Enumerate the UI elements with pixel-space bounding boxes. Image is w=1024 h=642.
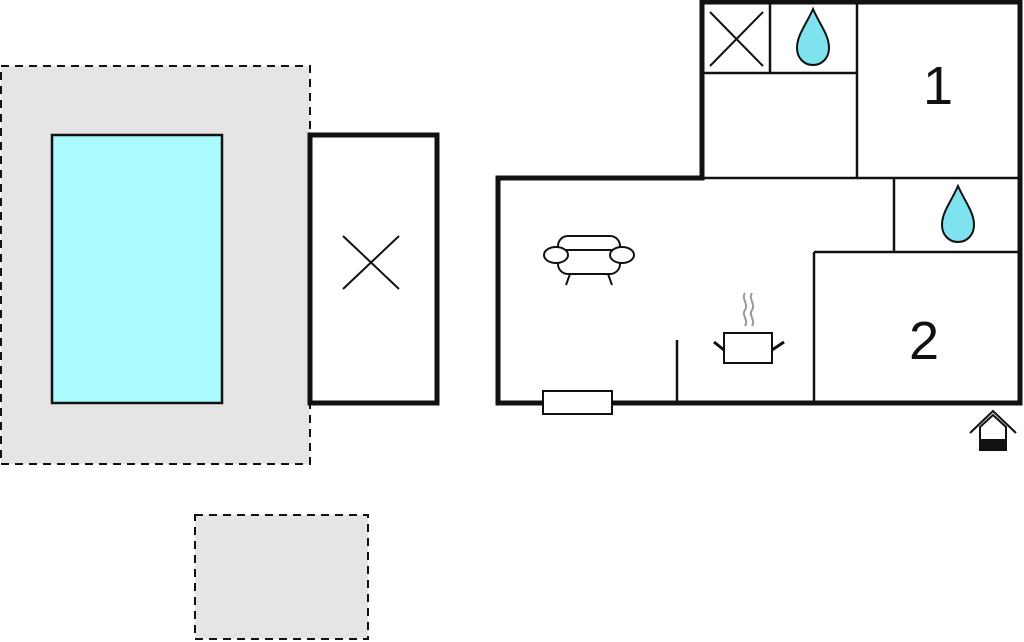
water-drop-icon	[795, 6, 831, 67]
cross-icon	[342, 235, 400, 290]
swimming-pool	[50, 133, 224, 405]
entrance-icon	[969, 409, 1017, 451]
water-drop-icon	[940, 183, 976, 244]
cooking-pot-icon	[713, 292, 785, 364]
sofa-icon	[543, 235, 635, 286]
window-icon	[542, 390, 613, 415]
cross-icon	[709, 11, 764, 67]
bedroom-1-label: 1	[923, 56, 953, 116]
terrace-lower	[194, 514, 369, 640]
bedroom-2-label: 2	[909, 311, 939, 371]
outbuilding	[307, 132, 440, 406]
interior-walls	[675, 2, 1020, 403]
